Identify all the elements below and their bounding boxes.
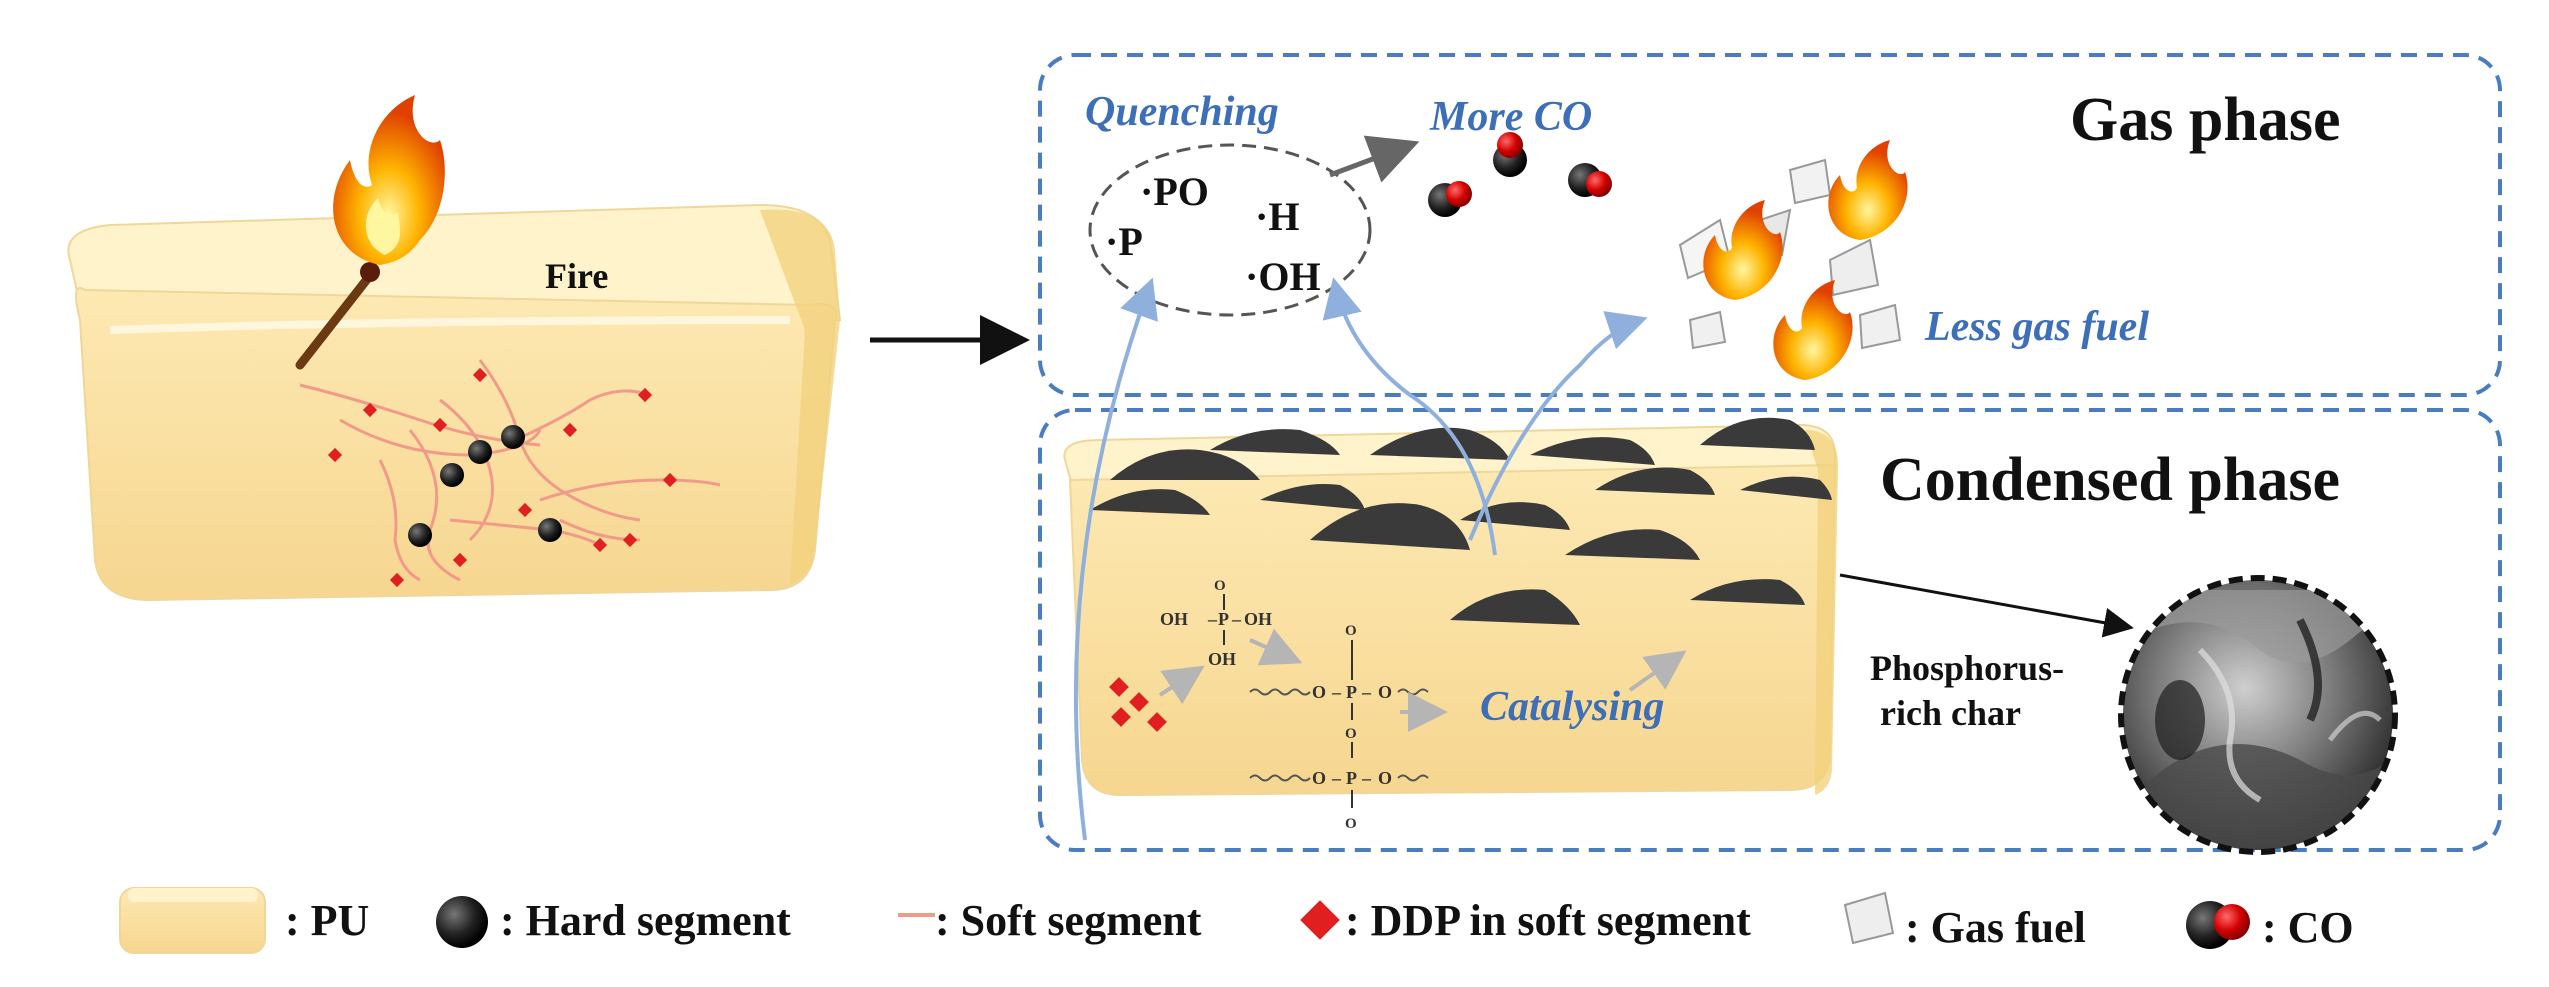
svg-text:P: P xyxy=(1346,768,1357,788)
more-co-arrow xyxy=(1329,135,1420,183)
phosphate-ester-structure: O – P – O O O O – P – O O xyxy=(1249,623,1429,832)
gas-phase-title: Gas phase xyxy=(2070,86,2340,154)
flame-icon xyxy=(333,95,445,265)
svg-text:O: O xyxy=(1312,768,1326,788)
co-molecules xyxy=(1428,132,1612,217)
svg-text:–: – xyxy=(1231,609,1242,629)
hard-segment-icon xyxy=(436,896,488,948)
ddp-markers-left xyxy=(327,367,678,588)
pu-block-icon xyxy=(119,887,266,954)
ddp-icon xyxy=(1300,900,1340,940)
catalysing-label: Catalysing xyxy=(1480,684,1664,730)
svg-text:P: P xyxy=(1346,682,1357,702)
svg-text:OH: OH xyxy=(1160,609,1188,629)
svg-text:O: O xyxy=(1312,682,1326,702)
svg-text:OH: OH xyxy=(1244,609,1272,629)
condensed-phase-title: Condensed phase xyxy=(1880,446,2340,514)
less-gas-fuel-label: Less gas fuel xyxy=(1924,304,2149,350)
svg-text:–: – xyxy=(1207,609,1218,629)
svg-text:O: O xyxy=(1345,816,1357,832)
match-icon xyxy=(295,262,380,370)
legend-co-label: : CO xyxy=(2262,903,2354,952)
svg-text:OH: OH xyxy=(1208,649,1236,669)
svg-text:–: – xyxy=(1361,682,1372,702)
sem-char-image xyxy=(2118,575,2398,855)
legend-ddp-label: : DDP in soft segment xyxy=(1345,896,1751,945)
phosphoric-acid-structure: OH – P – OH O OH xyxy=(1160,578,1272,669)
catalyse-arrow-2 xyxy=(1628,650,1687,692)
ddp-markers-condensed xyxy=(1109,677,1167,732)
svg-text:P: P xyxy=(1218,609,1229,629)
fire-label: Fire xyxy=(545,256,608,296)
svg-text:O: O xyxy=(1378,768,1392,788)
radical-pool xyxy=(1088,143,1372,317)
svg-text:O: O xyxy=(1214,578,1226,594)
char-label-line1: Phosphorus- xyxy=(1870,648,2064,688)
condensed-phase-panel xyxy=(1038,408,2502,852)
co-molecule-icon xyxy=(2186,901,2250,949)
svg-text:O: O xyxy=(1345,726,1357,742)
svg-text:O: O xyxy=(1378,682,1392,702)
char-pointer-arrow xyxy=(1839,573,2134,638)
radical-p: ·P xyxy=(1105,219,1143,264)
radical-po: ·PO xyxy=(1140,169,1209,214)
pu-foam-block xyxy=(67,203,842,602)
esterify-arrow xyxy=(1249,628,1303,666)
char-label-line2: rich char xyxy=(1880,693,2021,733)
radical-oh: ·OH xyxy=(1245,254,1321,299)
hard-segment-markers-left xyxy=(408,425,562,547)
gas-fuel-icon xyxy=(1843,891,1895,945)
legend-pu-label: : PU xyxy=(285,896,369,945)
fuel-release-arrow xyxy=(1468,311,1648,541)
radical-h: ·H xyxy=(1255,194,1299,239)
legend-soft-segment-label: : Soft segment xyxy=(935,896,1202,945)
char-layer xyxy=(1090,417,1832,625)
svg-text:–: – xyxy=(1331,768,1342,788)
legend: : PU : Hard segment : Soft segment : DDP… xyxy=(119,887,2354,954)
flames-and-gas-fuel xyxy=(1678,140,1908,380)
quenching-label: Quenching xyxy=(1085,89,1279,135)
svg-text:–: – xyxy=(1331,682,1342,702)
svg-text:–: – xyxy=(1361,768,1372,788)
legend-hard-segment-label: : Hard segment xyxy=(500,896,791,945)
svg-text:O: O xyxy=(1345,623,1357,639)
decompose-arrow xyxy=(1158,665,1205,705)
oh-return-arrow xyxy=(1322,277,1497,556)
radical-release-arrow xyxy=(1073,277,1158,841)
legend-gas-fuel-label: : Gas fuel xyxy=(1905,903,2086,952)
